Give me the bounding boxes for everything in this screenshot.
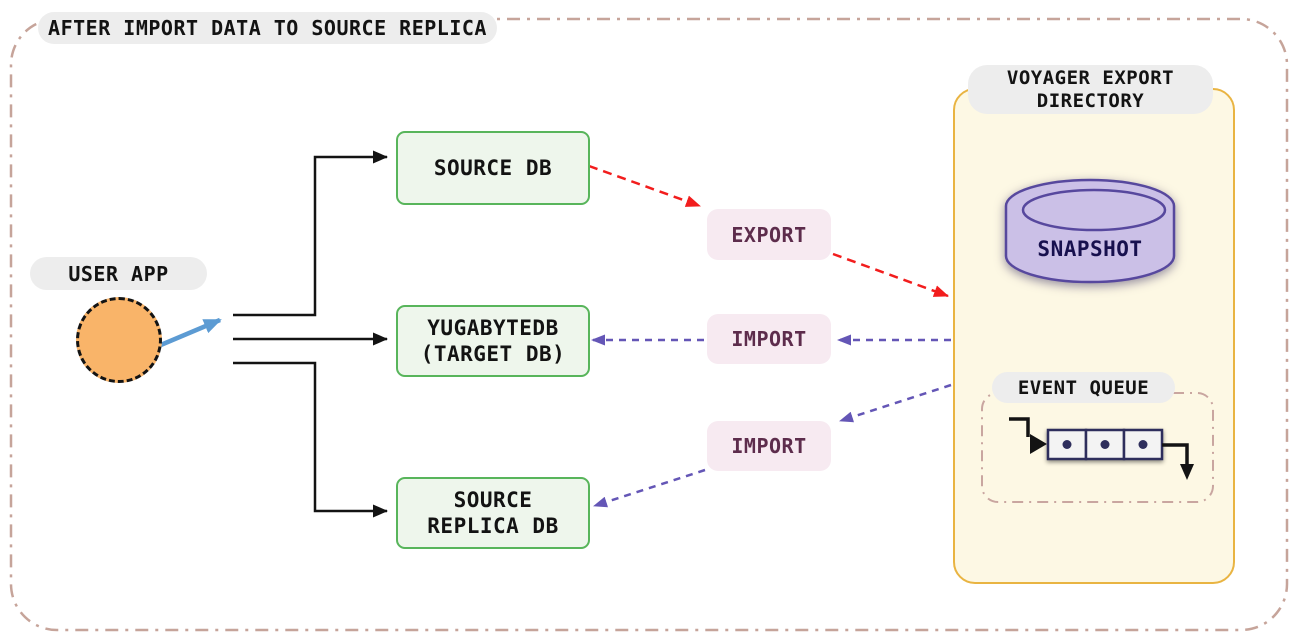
target-db-label-line1: YUGABYTEDB bbox=[427, 315, 559, 340]
user-app-label: USER APP bbox=[30, 257, 207, 290]
import-to-target-operation: IMPORT bbox=[707, 314, 831, 364]
branch-connectors bbox=[233, 150, 388, 518]
voyager-label-line2: DIRECTORY bbox=[1036, 89, 1145, 112]
target-db-node: YUGABYTEDB (TARGET DB) bbox=[396, 305, 590, 377]
connector-to-source-replica-db bbox=[233, 361, 388, 518]
voyager-export-directory-container bbox=[953, 88, 1235, 584]
source-replica-label-line1: SOURCE bbox=[453, 487, 533, 512]
user-app-node bbox=[76, 297, 162, 383]
diagram-title: AFTER IMPORT DATA TO SOURCE REPLICA bbox=[38, 12, 497, 44]
source-replica-db-node: SOURCE REPLICA DB bbox=[396, 477, 590, 549]
voyager-directory-label: VOYAGER EXPORT DIRECTORY bbox=[968, 65, 1213, 114]
import-target-label: IMPORT bbox=[731, 327, 807, 351]
arrow-export-to-voyager bbox=[832, 252, 949, 298]
user-app-arrow bbox=[155, 317, 222, 350]
connector-to-source-db bbox=[233, 150, 388, 317]
arrow-voyager-to-import-replica bbox=[839, 383, 952, 423]
snapshot-label: SNAPSHOT bbox=[1037, 237, 1142, 261]
export-label: EXPORT bbox=[731, 222, 807, 247]
arrow-import-to-source-replica bbox=[593, 468, 706, 508]
arrow-sourcedb-to-export bbox=[588, 164, 701, 208]
target-db-label-line2: (TARGET DB) bbox=[420, 342, 566, 366]
snapshot-cylinder: SNAPSHOT bbox=[1004, 178, 1176, 284]
event-queue-label-text: EVENT QUEUE bbox=[1017, 376, 1150, 399]
import-replica-label: IMPORT bbox=[731, 434, 807, 458]
event-queue-label: EVENT QUEUE bbox=[992, 372, 1175, 403]
export-operation: EXPORT bbox=[707, 209, 831, 260]
voyager-label-line1: VOYAGER EXPORT bbox=[1006, 66, 1175, 89]
import-to-replica-operation: IMPORT bbox=[707, 421, 831, 471]
source-db-node: SOURCE DB bbox=[396, 131, 590, 205]
cylinder-rim bbox=[1021, 188, 1167, 232]
source-replica-label-line2: REPLICA DB bbox=[427, 514, 559, 538]
diagram-title-text: AFTER IMPORT DATA TO SOURCE REPLICA bbox=[48, 16, 487, 40]
source-db-label: SOURCE DB bbox=[433, 155, 553, 180]
user-app-label-text: USER APP bbox=[68, 261, 169, 286]
